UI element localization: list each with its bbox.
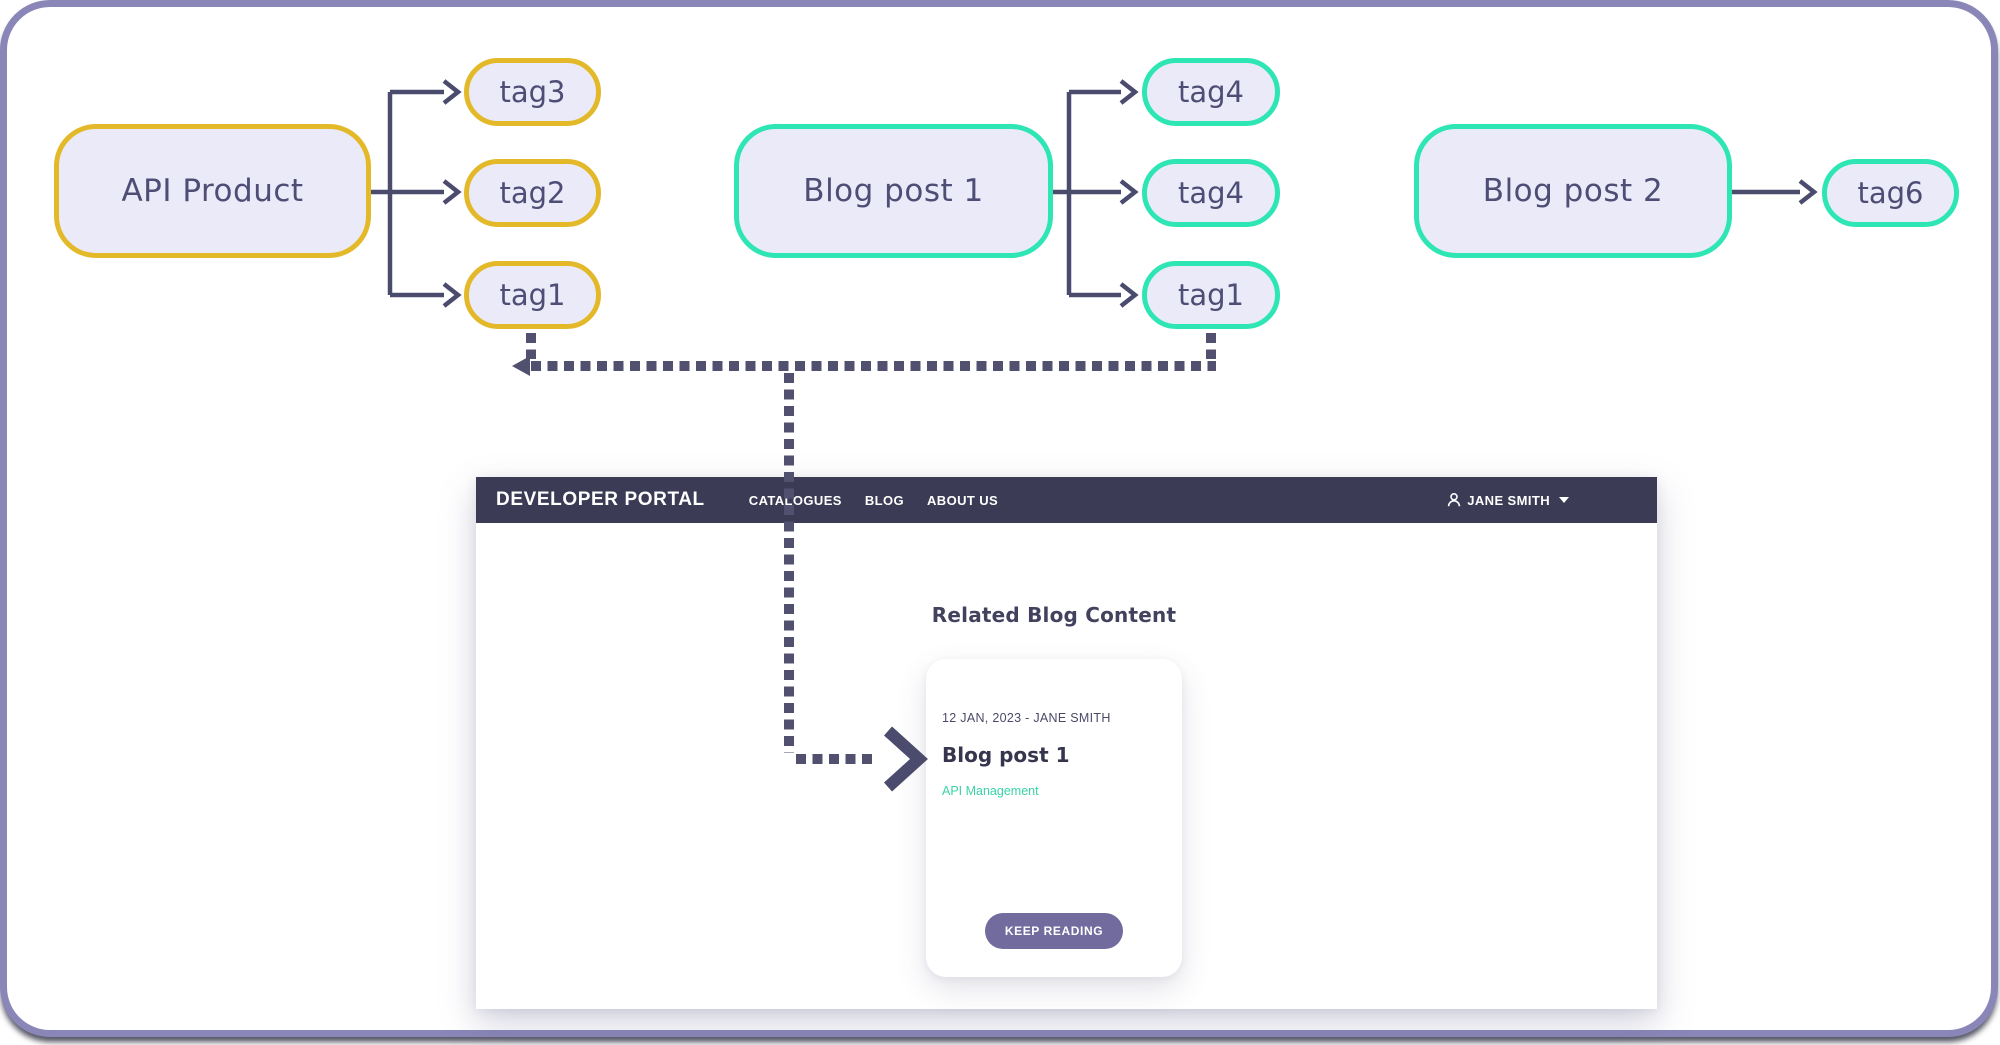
- blog-card: 12 JAN, 2023 - JANE SMITH Blog post 1 AP…: [926, 659, 1182, 977]
- node-label: tag6: [1857, 176, 1924, 210]
- node-label: Blog post 2: [1482, 173, 1664, 209]
- user-menu[interactable]: JANE SMITH: [1446, 492, 1569, 508]
- connector-blog-post-2: [1732, 179, 1818, 205]
- node-tag1-api: tag1: [464, 261, 601, 329]
- chevron-down-icon: [1559, 497, 1569, 503]
- portal-brand: DEVELOPER PORTAL: [496, 489, 705, 510]
- connector-blog-post-1: [1053, 79, 1139, 308]
- portal-navbar: DEVELOPER PORTAL CATALOGUES BLOG ABOUT U…: [476, 477, 1657, 523]
- user-name: JANE SMITH: [1467, 492, 1550, 508]
- node-label: tag4: [1177, 75, 1244, 109]
- node-label: tag1: [1177, 278, 1244, 312]
- portal-menu: CATALOGUES BLOG ABOUT US: [749, 493, 998, 508]
- node-label: API Product: [121, 173, 304, 209]
- node-label: tag1: [499, 278, 566, 312]
- nav-item-catalogues[interactable]: CATALOGUES: [748, 492, 842, 508]
- portal-body: Related Blog Content 12 JAN, 2023 - JANE…: [476, 523, 1657, 1009]
- node-tag1-blog: tag1: [1142, 261, 1280, 329]
- node-label: Blog post 1: [803, 173, 984, 209]
- blog-card-meta: 12 JAN, 2023 - JANE SMITH: [942, 711, 1111, 725]
- node-blog-post-2: Blog post 2: [1414, 124, 1732, 258]
- nav-item-about-us[interactable]: ABOUT US: [927, 492, 999, 508]
- node-label: tag4: [1177, 176, 1244, 210]
- user-icon: [1448, 493, 1461, 507]
- blog-card-title: Blog post 1: [942, 743, 1070, 767]
- node-label: tag2: [499, 176, 566, 210]
- node-tag2: tag2: [464, 159, 601, 227]
- node-tag3: tag3: [464, 58, 601, 126]
- blog-card-tag-link[interactable]: API Management: [942, 784, 1039, 798]
- node-tag4-a: tag4: [1142, 58, 1280, 126]
- connector-api-product: [371, 79, 462, 308]
- related-blog-column: Related Blog Content 12 JAN, 2023 - JANE…: [926, 523, 1182, 977]
- developer-portal-window: DEVELOPER PORTAL CATALOGUES BLOG ABOUT U…: [476, 477, 1657, 1009]
- node-api-product: API Product: [54, 124, 371, 258]
- dotted-arrowhead-left: [512, 356, 530, 376]
- node-label: tag3: [499, 75, 566, 109]
- related-blog-heading: Related Blog Content: [931, 603, 1177, 627]
- keep-reading-button[interactable]: KEEP READING: [985, 913, 1123, 949]
- nav-item-blog[interactable]: BLOG: [864, 492, 905, 508]
- node-tag6: tag6: [1822, 159, 1959, 227]
- node-tag4-b: tag4: [1142, 159, 1280, 227]
- node-blog-post-1: Blog post 1: [734, 124, 1053, 258]
